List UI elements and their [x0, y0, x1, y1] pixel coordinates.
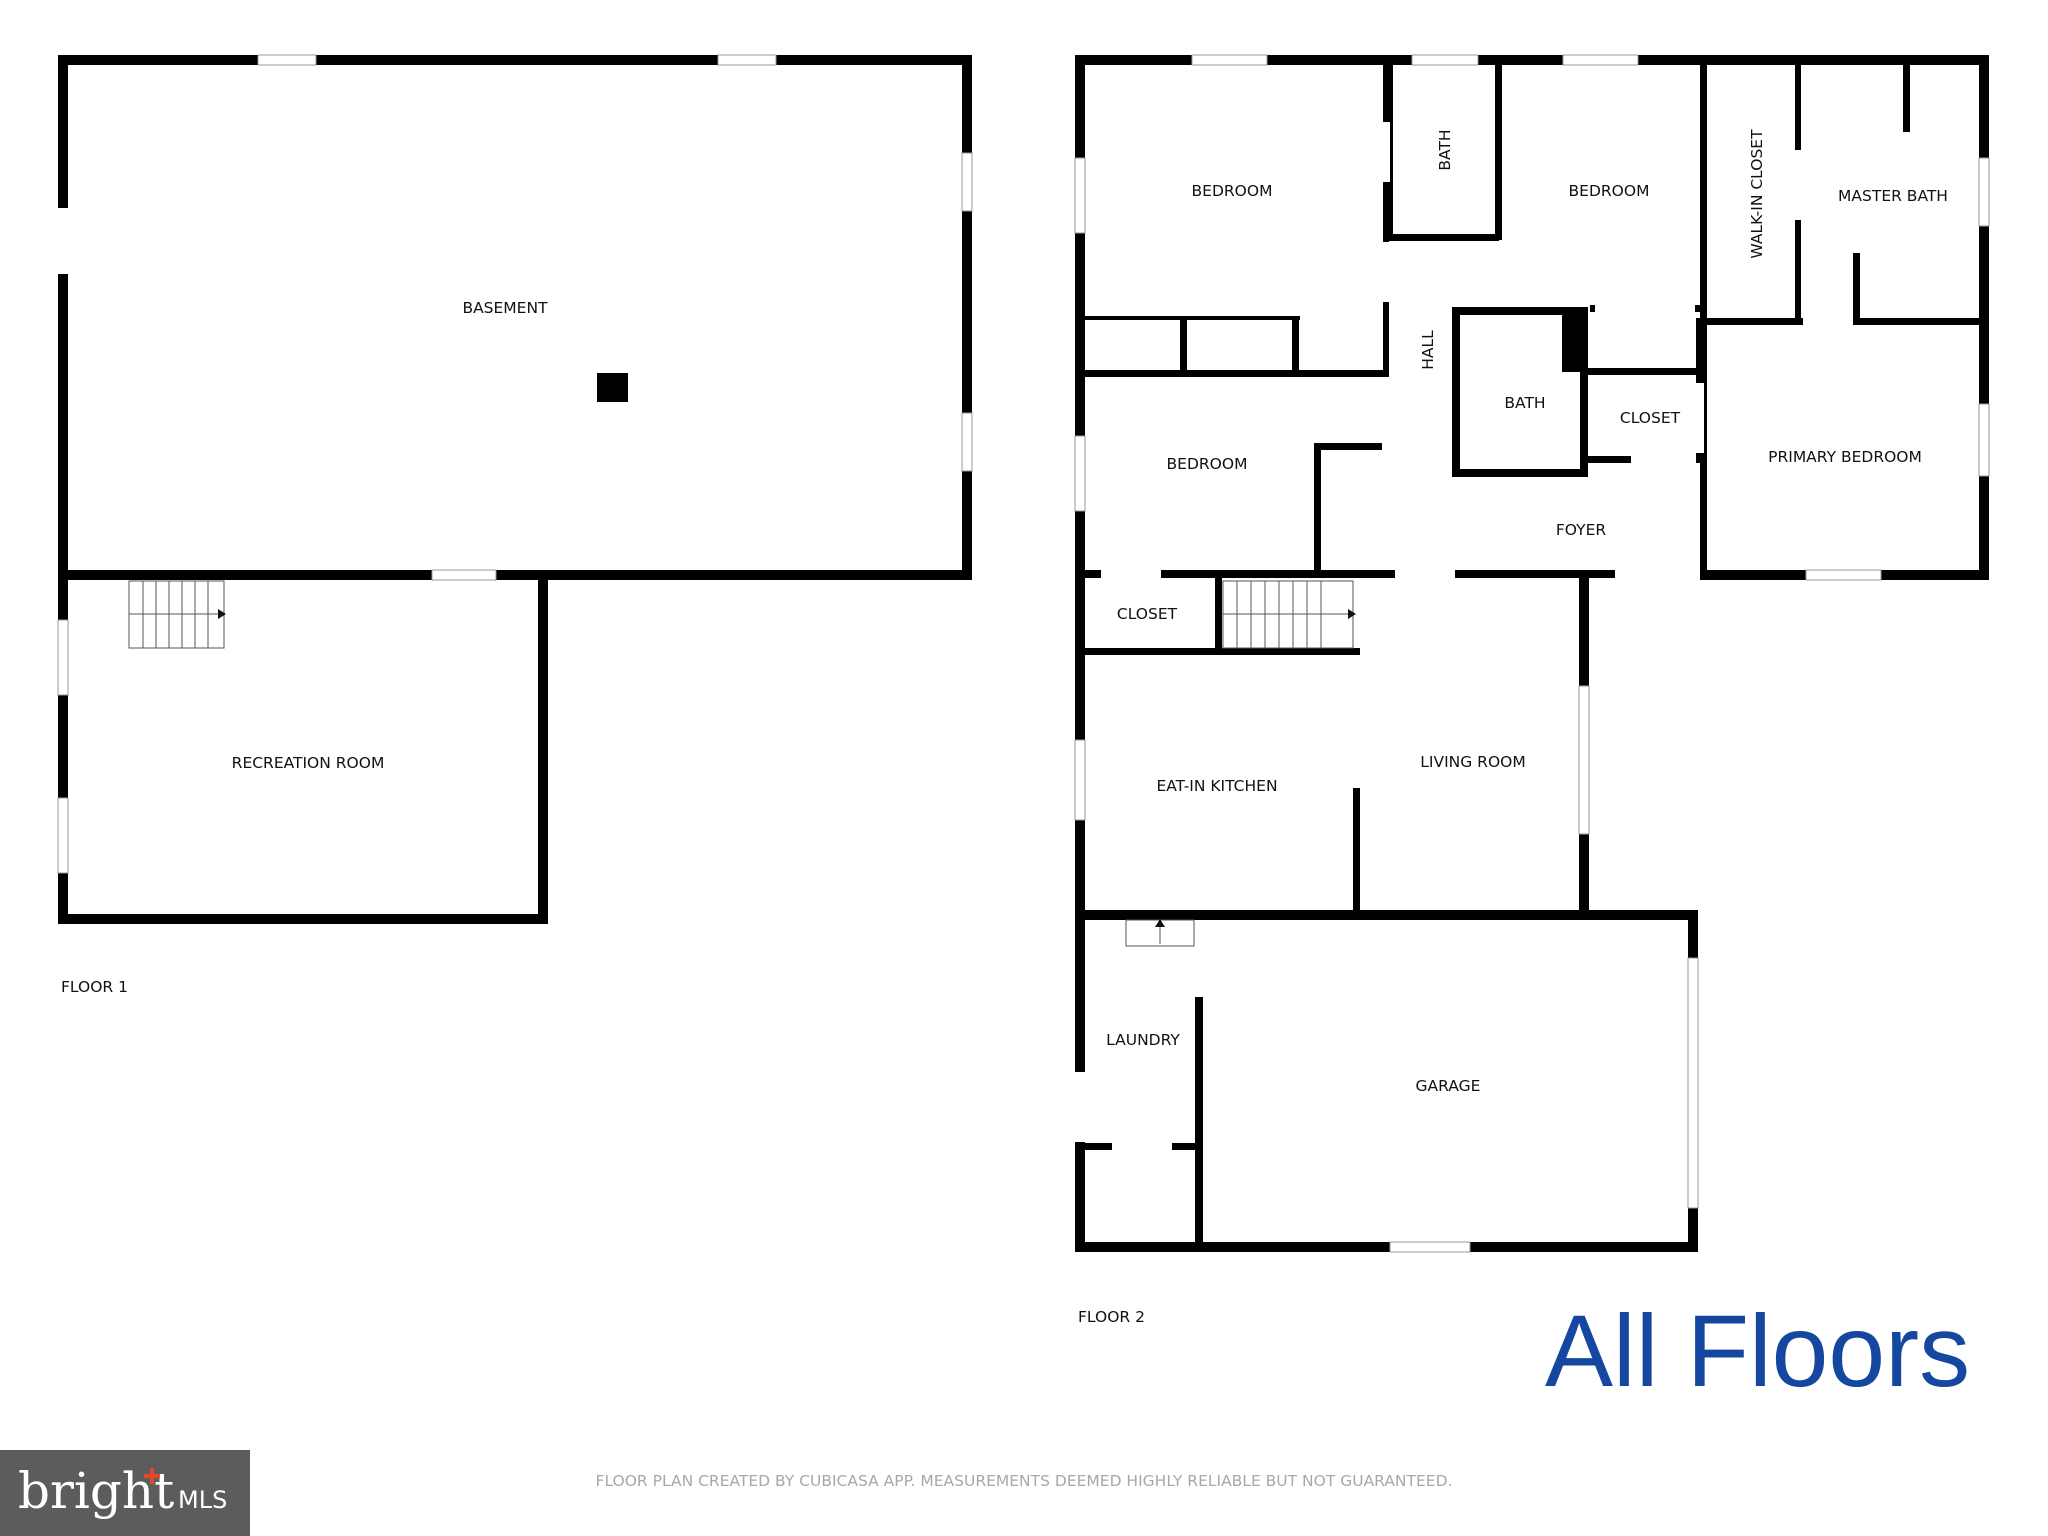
room-label-closet-1: CLOSET — [1620, 409, 1681, 427]
room-label-closet-2: CLOSET — [1117, 605, 1178, 623]
room-label-garage: GARAGE — [1416, 1077, 1481, 1095]
room-label-laundry: LAUNDRY — [1106, 1031, 1180, 1049]
floor-2-openings — [1074, 54, 1990, 1253]
room-label-bath-1: BATH — [1436, 129, 1454, 170]
all-floors-title: All Floors — [1545, 1294, 1971, 1408]
floor-label-2: FLOOR 2 — [1078, 1308, 1145, 1326]
room-label-primary-bedroom: PRIMARY BEDROOM — [1768, 448, 1922, 466]
room-label-foyer: FOYER — [1556, 521, 1607, 539]
room-label-living-room: LIVING ROOM — [1420, 753, 1525, 771]
floor-label-1: FLOOR 1 — [61, 978, 128, 996]
logo-suffix: MLS — [178, 1486, 228, 1514]
floor-1-stairs — [128, 580, 226, 649]
room-label-bedroom-2: BEDROOM — [1569, 182, 1650, 200]
floor-1-plan — [58, 55, 972, 924]
bright-mls-logo: bright MLS — [0, 1450, 250, 1536]
floor-2-entry-steps — [1125, 919, 1195, 947]
room-label-walk-in-closet: WALK-IN CLOSET — [1748, 129, 1766, 259]
room-label-bedroom-3: BEDROOM — [1167, 455, 1248, 473]
room-label-bath-2: BATH — [1504, 394, 1545, 412]
room-label-bedroom-1: BEDROOM — [1192, 182, 1273, 200]
room-label-master-bath: MASTER BATH — [1838, 187, 1948, 205]
footer-disclaimer: FLOOR PLAN CREATED BY CUBICASA APP. MEAS… — [595, 1472, 1453, 1490]
floor-2-plan — [1075, 55, 1989, 1252]
room-label-hall: HALL — [1419, 330, 1437, 370]
room-label-basement: BASEMENT — [462, 299, 548, 317]
floor-1-door-gaps — [57, 208, 69, 274]
floor-2-stairs — [1222, 580, 1356, 649]
floor-2-door-gaps — [1074, 122, 1853, 1151]
room-label-recreation-room: RECREATION ROOM — [232, 754, 385, 772]
floor-1-openings — [57, 54, 973, 874]
room-label-eat-in-kitchen: EAT-IN KITCHEN — [1156, 777, 1277, 795]
